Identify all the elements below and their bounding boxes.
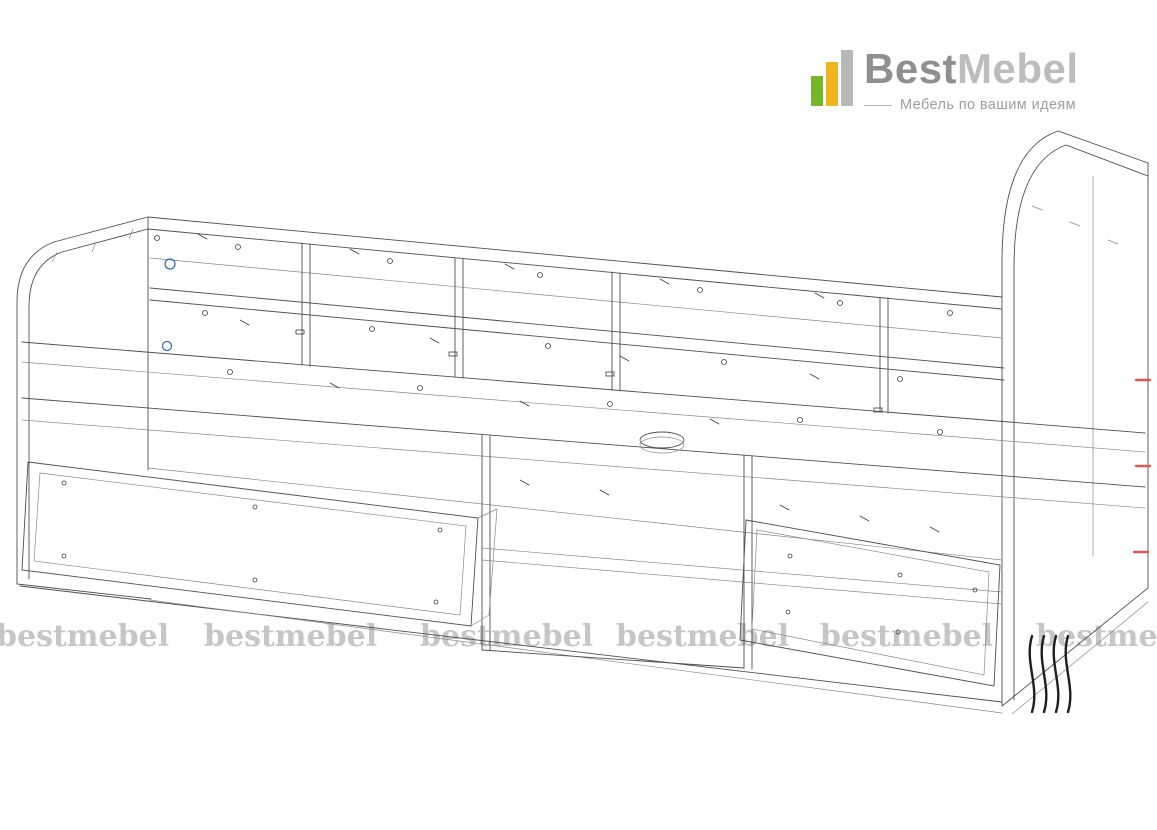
assembly-markers-blue: [161, 258, 176, 352]
tagline-text: Мебель по вашим идеям: [900, 97, 1077, 113]
internal-partitions: [301, 242, 889, 670]
shelf-rails: [21, 341, 1146, 509]
carcass-frame: [19, 216, 1005, 714]
brand-name-mebel: Mebel: [957, 45, 1079, 92]
hardware-marks: [61, 233, 978, 635]
brand-name: BestMebel: [864, 48, 1079, 90]
brand-tagline: Мебель по вашим идеям: [864, 97, 1079, 113]
watermark-text: bestmebel: [616, 619, 790, 654]
watermark-text: bestmebel: [820, 619, 994, 654]
watermark-text: bestmebel: [0, 619, 170, 654]
left-end-panel: [16, 216, 152, 600]
brand-logo: BestMebel Мебель по вашим идеям: [810, 48, 1079, 113]
tagline-rule: [864, 104, 892, 106]
left-drawer: [21, 461, 498, 627]
middle-niche: [481, 547, 1003, 669]
right-end-panel: [1001, 130, 1149, 715]
flexible-slats: [1028, 634, 1072, 714]
brand-text-block: BestMebel Мебель по вашим идеям: [864, 48, 1079, 113]
cable-grommet: [639, 431, 685, 454]
brand-name-best: Best: [864, 45, 958, 92]
assembly-markers-red: [1132, 378, 1152, 554]
brand-logo-bars-icon: [811, 50, 853, 106]
right-drawer: [739, 519, 1001, 687]
